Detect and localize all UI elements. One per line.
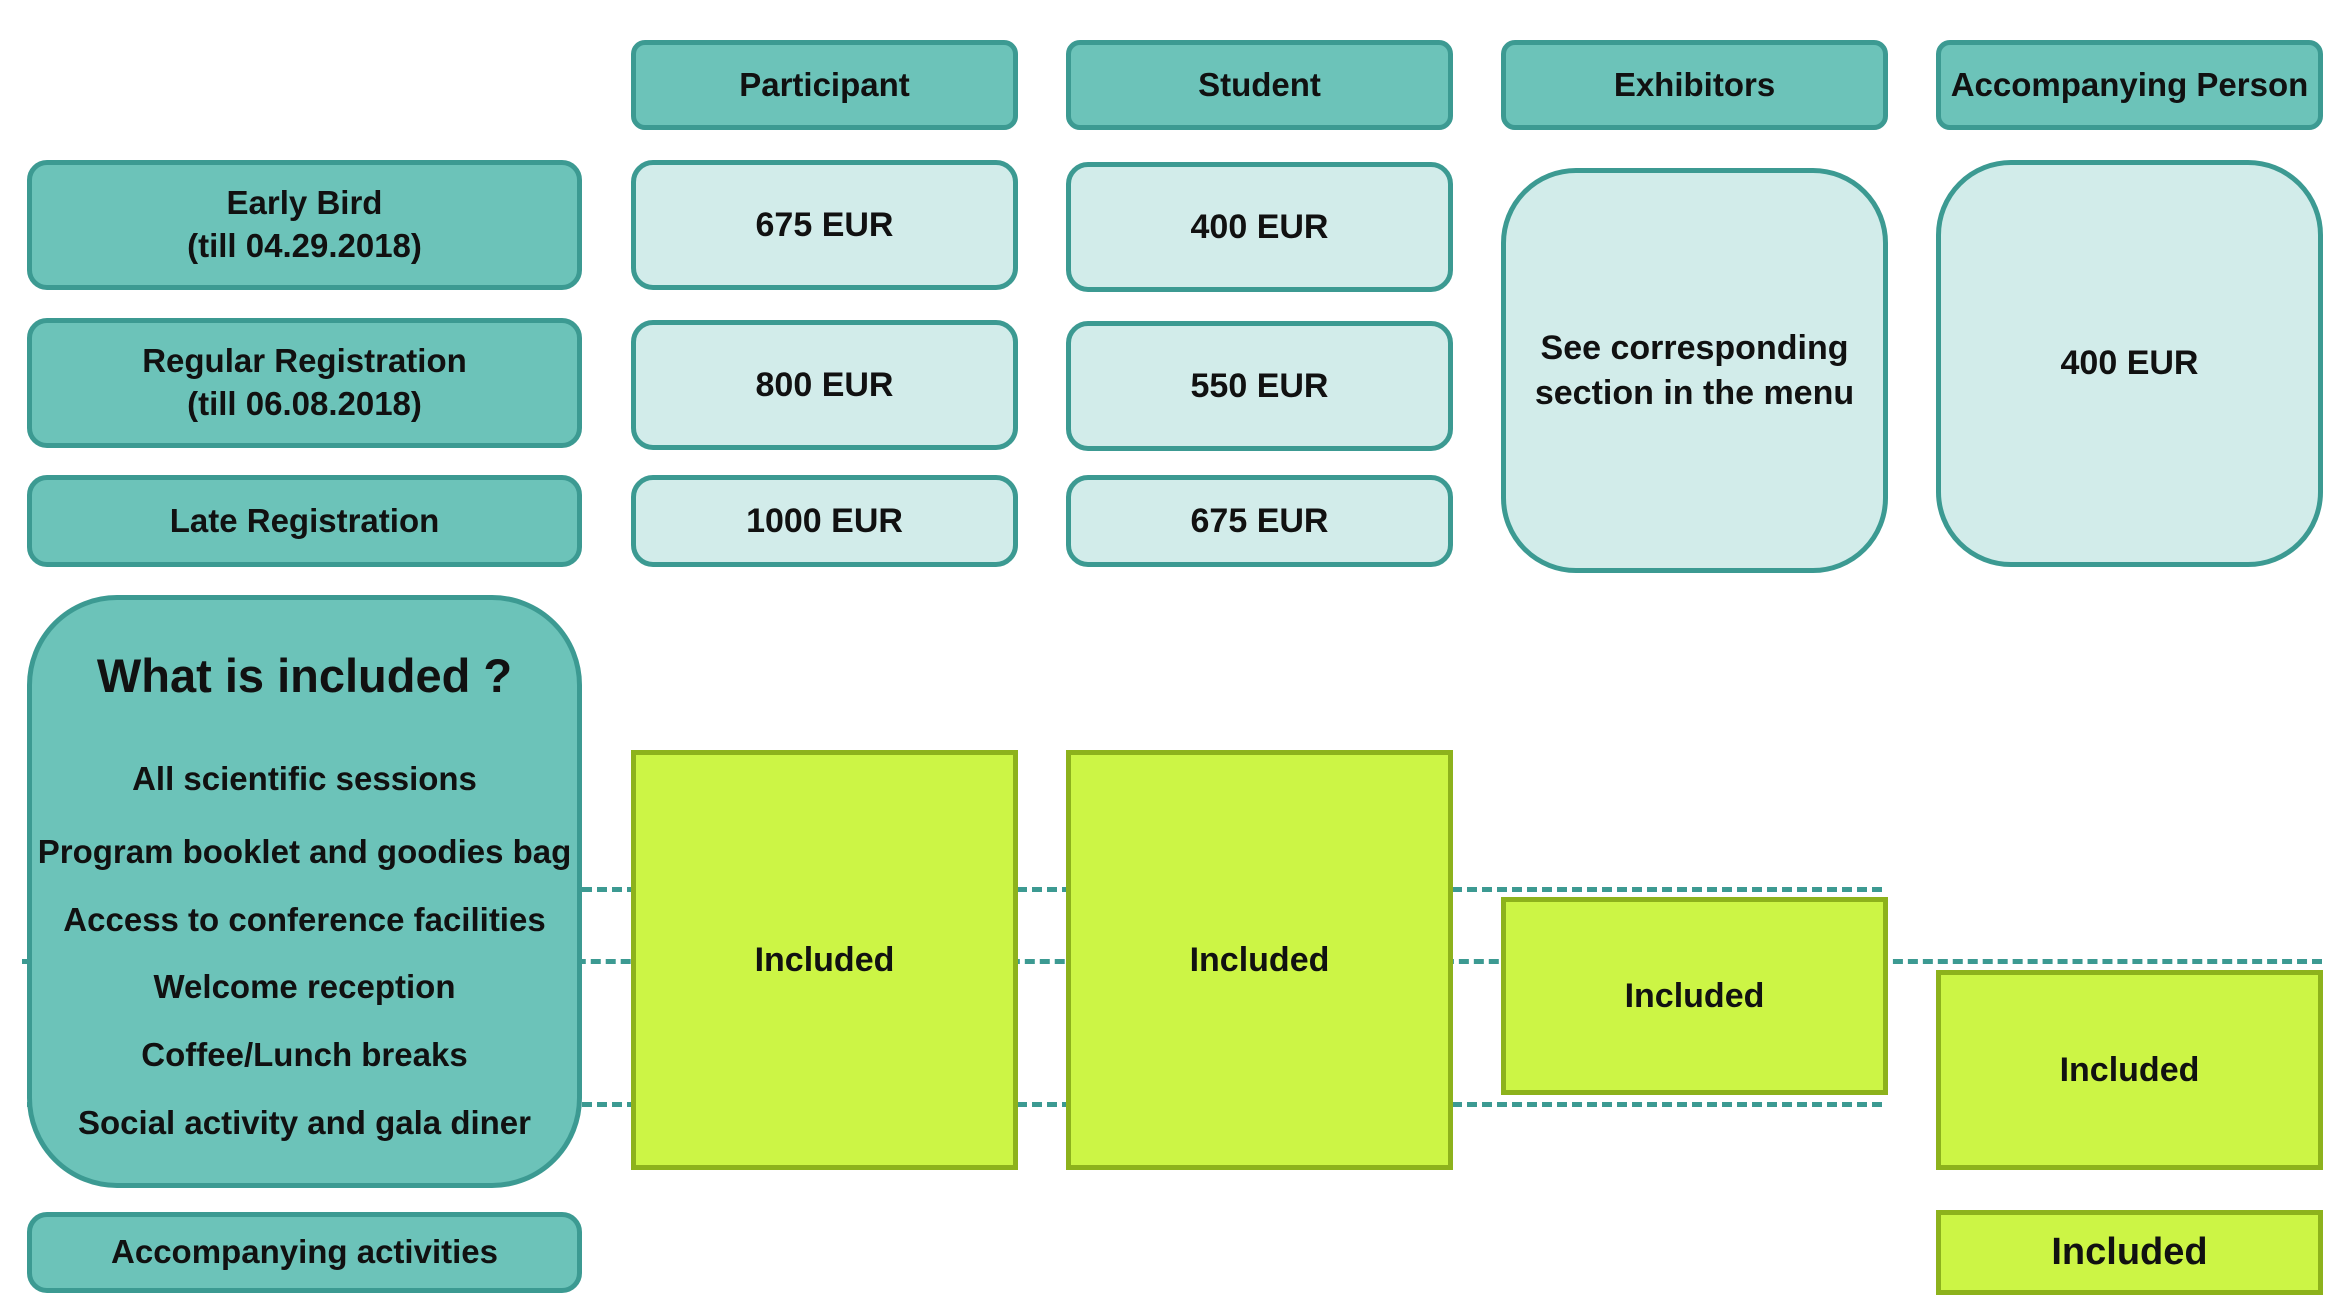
row-label-early-bird: Early Bird (till 04.29.2018) [27, 160, 582, 290]
regular-registration-title: Regular Registration [142, 342, 467, 380]
included-student: Included [1066, 750, 1453, 1170]
price-participant-regular: 800 EUR [631, 320, 1018, 450]
price-student-regular: 550 EUR [1066, 321, 1453, 451]
what-is-included-title: What is included ? [96, 649, 513, 702]
included-accompanying-person: Included [1936, 970, 2323, 1170]
price-accompanying-person: 400 EUR [1936, 160, 2323, 567]
column-header-student: Student [1066, 40, 1453, 130]
price-student-early-bird: 400 EUR [1066, 162, 1453, 292]
column-header-accompanying-person: Accompanying Person [1936, 40, 2323, 130]
column-header-exhibitors: Exhibitors [1501, 40, 1888, 130]
early-bird-title: Early Bird [226, 184, 383, 222]
price-participant-early-bird: 675 EUR [631, 160, 1018, 290]
exhibitors-note-line2: section in the menu [1534, 373, 1855, 412]
late-registration-title: Late Registration [169, 501, 440, 539]
included-exhibitors: Included [1501, 897, 1888, 1095]
included-item-scientific-sessions: All scientific sessions [132, 760, 477, 797]
price-participant-late: 1000 EUR [631, 475, 1018, 567]
column-header-participant: Participant [631, 40, 1018, 130]
included-item-welcome-reception: Welcome reception [153, 968, 456, 1005]
price-student-late: 675 EUR [1066, 475, 1453, 567]
included-item-social-activity: Social activity and gala diner [78, 1104, 531, 1141]
what-is-included-box [27, 595, 582, 1188]
included-item-program-booklet: Program booklet and goodies bag [37, 833, 572, 870]
row-label-regular-registration: Regular Registration (till 06.08.2018) [27, 318, 582, 448]
exhibitors-note-line1: See corresponding [1540, 329, 1849, 368]
included-accompanying-activities: Included [1936, 1210, 2323, 1295]
row-label-late-registration: Late Registration [27, 475, 582, 567]
regular-registration-deadline: (till 06.08.2018) [187, 385, 422, 422]
included-participant: Included [631, 750, 1018, 1170]
included-item-coffee-lunch: Coffee/Lunch breaks [141, 1036, 468, 1073]
price-exhibitors-note: See corresponding section in the menu [1501, 168, 1888, 573]
row-label-accompanying-activities: Accompanying activities [27, 1212, 582, 1293]
early-bird-deadline: (till 04.29.2018) [187, 227, 422, 264]
included-item-conference-facilities: Access to conference facilities [63, 901, 546, 938]
